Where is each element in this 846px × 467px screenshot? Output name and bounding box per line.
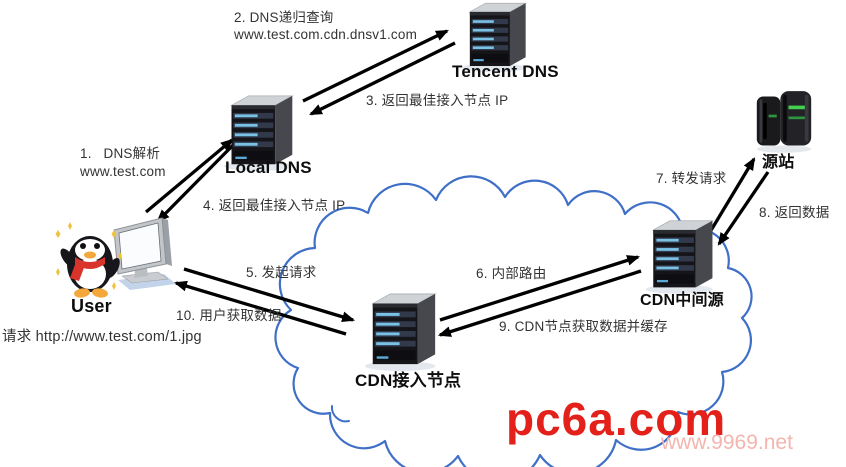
user-label: User [71,296,112,316]
cdn-edge-node-server-icon [364,293,436,372]
local-dns-label: Local DNS [225,158,312,177]
request-url-label: 请求 http://www.test.com/1.jpg [2,329,202,345]
arrow-step3-return-ip [309,41,456,116]
cdn-edge-label: CDN接入节点 [355,371,462,390]
step3-label: 3. 返回最佳接入节点 IP [366,93,509,108]
step5-label: 5. 发起请求 [246,265,317,280]
step1-label-line1: 1. DNS解析 [80,146,161,161]
arrow-step4-return-ip [156,132,246,223]
step2-label-line2: www.test.com.cdn.dnsv1.com [234,27,418,42]
step6-label: 6. 内部路由 [476,266,547,281]
step4-label: 4. 返回最佳接入节点 IP [203,198,346,213]
sparkles [55,222,122,290]
cdn-mid-label: CDN中间源 [640,292,724,309]
user-monitor-icon [113,217,176,290]
step7-label: 7. 转发请求 [656,171,727,186]
cloud-curl-left [330,405,350,423]
step10-label: 10. 用户获取数据 [176,308,282,323]
step9-label: 9. CDN节点获取数据并缓存 [499,319,668,334]
cdn-mid-source-server-icon [645,220,713,295]
origin-label: 源站 [762,154,795,171]
origin-rack-icon [756,91,812,153]
arrow-step8-return-data [717,171,770,246]
tencent-dns-label: Tencent DNS [452,62,559,81]
arrow-step6-routing [439,255,641,322]
watermark-secondary: www.9969.net [661,431,793,454]
flow-arrows [144,29,770,337]
arrow-step9-fetch-cache [437,269,642,337]
cdn-network-cloud [274,175,753,467]
arrow-step1-dns-query [144,138,234,214]
step2-label-line1: 2. DNS递归查询 [234,10,334,25]
arrow-step2-recursive [302,29,449,103]
arrow-step10-data [173,280,347,336]
arrow-step5-request [183,267,356,323]
step8-label: 8. 返回数据 [759,205,830,220]
step1-label-line2: www.test.com [80,164,166,179]
arrow-step7-forward [705,157,756,238]
qq-penguin-icon [55,222,122,298]
watermark-primary: pc6a.com [506,393,727,445]
